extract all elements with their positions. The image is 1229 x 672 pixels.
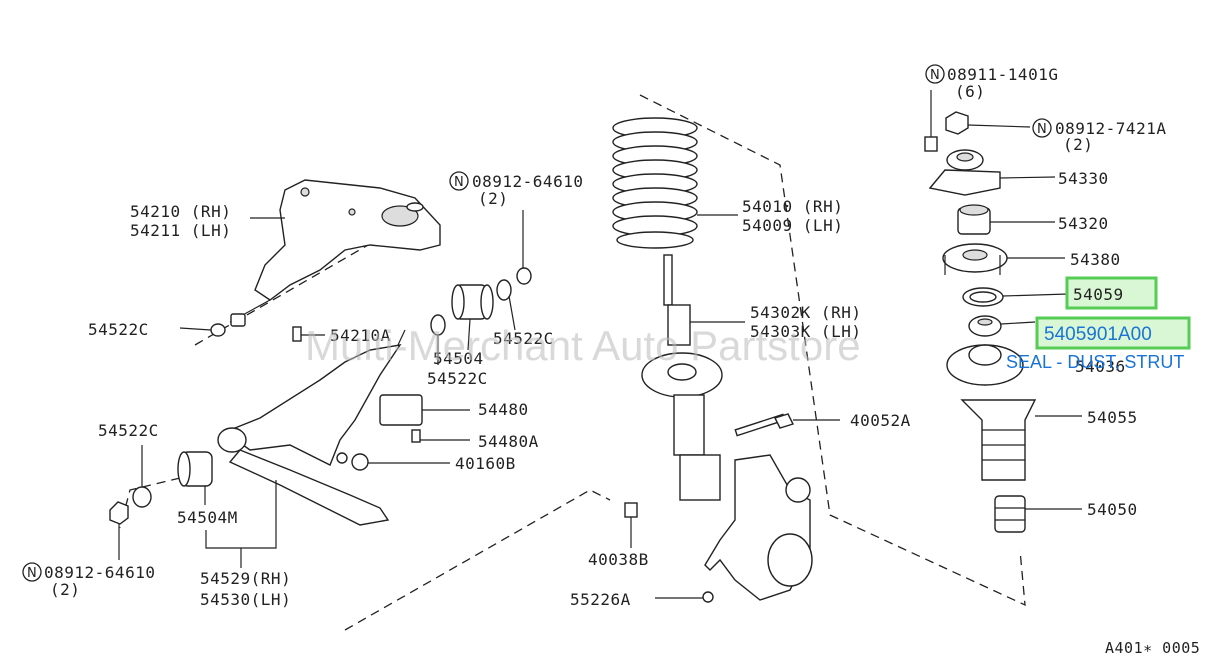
- strut-mount-stack: [924, 90, 1082, 533]
- highlight-box-secondary[interactable]: [1035, 316, 1191, 350]
- callout-qty-6: (6): [955, 82, 985, 101]
- part-number-link[interactable]: 5405901A00: [1044, 324, 1152, 345]
- steering-knuckle: [624, 413, 840, 603]
- callout-54010: 54010 (RH): [742, 197, 843, 216]
- n-marker-letter: N: [930, 68, 940, 83]
- callout-qty-2-mid: (2): [478, 189, 508, 208]
- watermark: Multi-Merchant Auto Partstore: [305, 322, 861, 369]
- callout-54480: 54480: [478, 400, 529, 419]
- highlight-5405901a00[interactable]: 5405901A00: [1035, 316, 1191, 350]
- callout-labels: N 08911-1401G (6) N 08912-7421A (2) 5433…: [22, 64, 1200, 657]
- callout-54210: 54210 (RH): [130, 202, 231, 221]
- figure-code: A401∗ 0005: [1105, 639, 1200, 657]
- callout-54529: 54529(RH): [200, 569, 291, 588]
- n-marker-icon: [22, 562, 42, 582]
- callout-54320: 54320: [1058, 214, 1109, 233]
- callout-54522c-low: 54522C: [427, 369, 488, 388]
- bushing-group: [292, 210, 532, 365]
- callout-54330: 54330: [1058, 169, 1109, 188]
- highlight-box-primary[interactable]: [1065, 276, 1158, 310]
- part-description: SEAL - DUST, STRUT: [1006, 352, 1184, 372]
- callout-08912-64610-left: 08912-64610: [44, 563, 155, 582]
- callout-54055: 54055: [1087, 408, 1138, 427]
- n-marker-letter: N: [454, 175, 464, 190]
- callout-54303k: 54303K (LH): [750, 322, 861, 341]
- callout-55226a: 55226A: [570, 590, 631, 609]
- callout-54530: 54530(LH): [200, 590, 291, 609]
- n-marker-icon: [1032, 118, 1052, 138]
- callout-08912-7421a: 08912-7421A: [1055, 119, 1166, 138]
- callout-54050: 54050: [1087, 500, 1138, 519]
- callout-54522c-mid: 54522C: [493, 329, 554, 348]
- callout-54036: 54036: [1075, 357, 1126, 376]
- n-marker-icon: [925, 64, 945, 84]
- callout-40160b: 40160B: [455, 454, 516, 473]
- callout-qty-2: (2): [1063, 135, 1093, 154]
- callout-54504m: 54504M: [177, 508, 238, 527]
- strut-assembly: [641, 254, 745, 501]
- highlight-54059[interactable]: 54059: [1065, 276, 1158, 310]
- callout-qty-2-left: (2): [50, 580, 80, 599]
- callout-54302k: 54302K (RH): [750, 303, 861, 322]
- lower-control-arm: [109, 329, 470, 568]
- callout-54480a: 54480A: [478, 432, 539, 451]
- callout-08911-1401g: 08911-1401G: [947, 65, 1058, 84]
- callout-54380: 54380: [1070, 250, 1121, 269]
- n-marker-letter: N: [27, 566, 37, 581]
- callout-54504: 54504: [433, 349, 484, 368]
- callout-54059[interactable]: 54059: [1073, 285, 1124, 304]
- callout-54211: 54211 (LH): [130, 221, 231, 240]
- callout-40052a: 40052A: [850, 411, 911, 430]
- callout-54009: 54009 (LH): [742, 216, 843, 235]
- callout-08912-64610-mid: 08912-64610: [472, 172, 583, 191]
- callout-40038b: 40038B: [588, 550, 649, 569]
- crossmember: [179, 179, 441, 337]
- callout-54210a: 54210A: [330, 326, 391, 345]
- n-marker-letter: N: [1037, 122, 1047, 137]
- n-marker-icon: [449, 171, 469, 191]
- callout-54522c-far: 54522C: [98, 421, 159, 440]
- callout-54522c-left: 54522C: [88, 320, 149, 339]
- coil-spring: [612, 117, 738, 249]
